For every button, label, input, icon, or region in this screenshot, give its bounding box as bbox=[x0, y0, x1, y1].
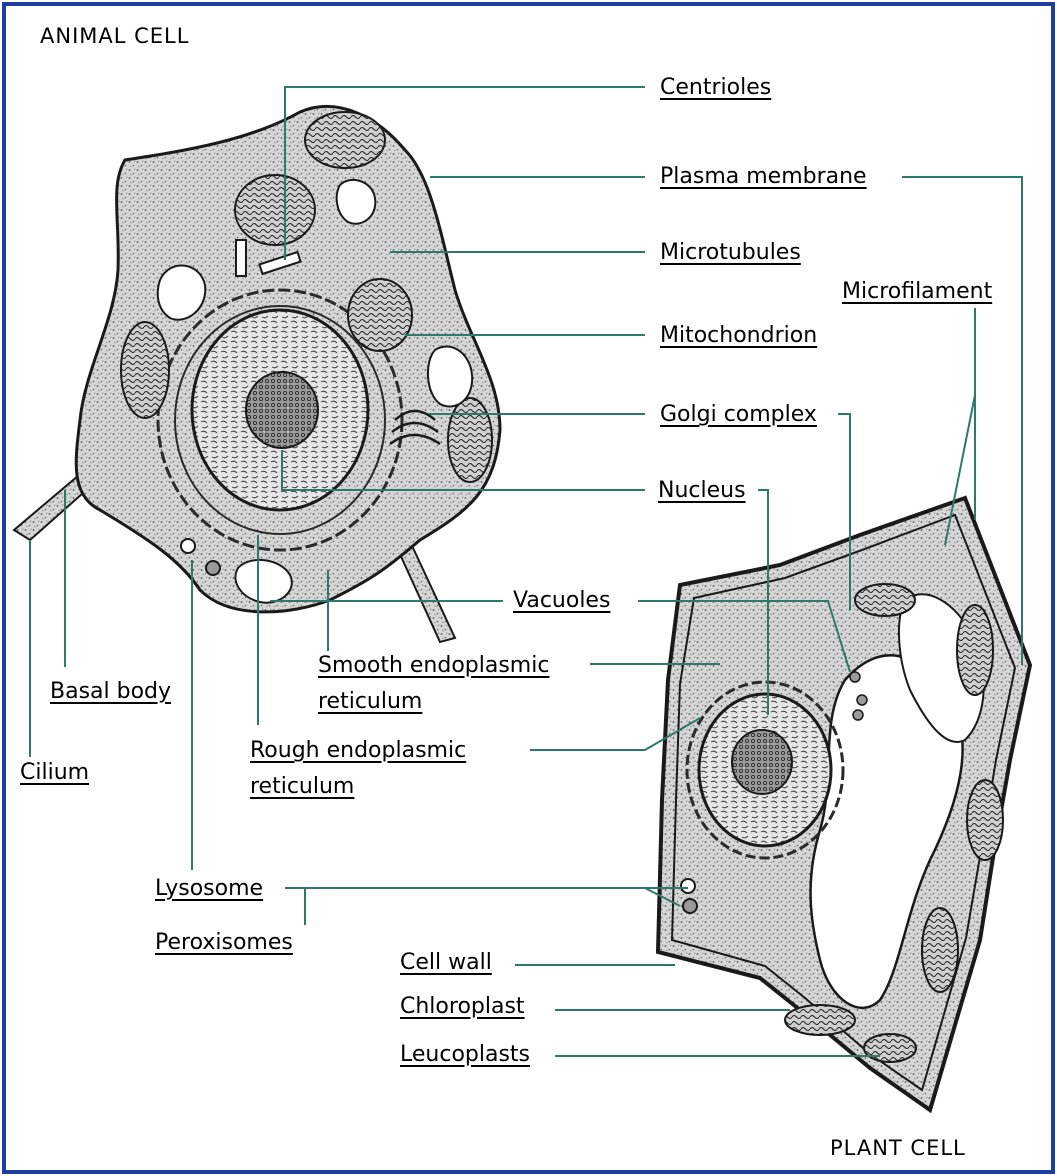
plant-lysosome bbox=[681, 879, 695, 893]
chloroplast-2 bbox=[967, 780, 1003, 860]
label-smooth-er-line1: Smooth endoplasmic bbox=[318, 648, 549, 684]
plant-peroxisome bbox=[683, 899, 697, 913]
plant-vesicle-2 bbox=[857, 695, 867, 705]
label-vacuoles: Vacuoles bbox=[513, 588, 610, 614]
label-basal-body: Basal body bbox=[50, 679, 171, 705]
label-peroxisomes: Peroxisomes bbox=[155, 930, 293, 956]
chloroplast-4 bbox=[785, 1005, 855, 1035]
label-centrioles: Centrioles bbox=[660, 75, 771, 101]
label-rough-er: Rough endoplasmic reticulum bbox=[250, 733, 466, 805]
mitochondrion-5 bbox=[448, 398, 492, 482]
animal-vacuole-2 bbox=[337, 180, 376, 224]
plant-vesicle-3 bbox=[853, 710, 863, 720]
label-smooth-er: Smooth endoplasmic reticulum bbox=[318, 648, 549, 720]
label-nucleus: Nucleus bbox=[658, 478, 746, 504]
label-microtubules: Microtubules bbox=[660, 240, 801, 266]
centriole-1 bbox=[236, 240, 246, 276]
label-microfilament: Microfilament bbox=[842, 279, 992, 305]
mitochondrion-4 bbox=[121, 322, 169, 418]
leucoplast-1 bbox=[864, 1034, 916, 1062]
plant-vesicle-1 bbox=[850, 672, 860, 682]
animal-vacuole-3 bbox=[428, 346, 472, 406]
label-mitochondrion: Mitochondrion bbox=[660, 323, 817, 349]
animal-peroxisome bbox=[206, 561, 220, 575]
label-smooth-er-line2: reticulum bbox=[318, 684, 549, 720]
plant-cell-title: PLANT CELL bbox=[830, 1136, 966, 1160]
chloroplast-5 bbox=[855, 584, 915, 616]
plant-cell bbox=[658, 498, 1030, 1110]
label-chloroplast: Chloroplast bbox=[400, 994, 525, 1020]
label-plasma-membrane: Plasma membrane bbox=[660, 164, 867, 190]
label-rough-er-line1: Rough endoplasmic bbox=[250, 733, 466, 769]
chloroplast-1 bbox=[957, 605, 993, 695]
label-golgi-complex: Golgi complex bbox=[660, 402, 817, 428]
animal-cell-title: ANIMAL CELL bbox=[40, 24, 189, 48]
plant-nucleolus bbox=[732, 730, 792, 794]
animal-lysosome bbox=[181, 539, 195, 553]
chloroplast-3 bbox=[922, 908, 958, 992]
label-cilium: Cilium bbox=[20, 760, 89, 786]
label-rough-er-line2: reticulum bbox=[250, 769, 466, 805]
mitochondrion-2 bbox=[235, 175, 315, 245]
leader-lysosome-plant bbox=[285, 888, 680, 906]
label-leucoplasts: Leucoplasts bbox=[400, 1042, 530, 1068]
label-cell-wall: Cell wall bbox=[400, 950, 492, 976]
label-lysosome: Lysosome bbox=[155, 876, 263, 902]
animal-nucleolus bbox=[246, 372, 318, 448]
mitochondrion-3 bbox=[348, 279, 412, 351]
mitochondrion-1 bbox=[305, 112, 385, 168]
